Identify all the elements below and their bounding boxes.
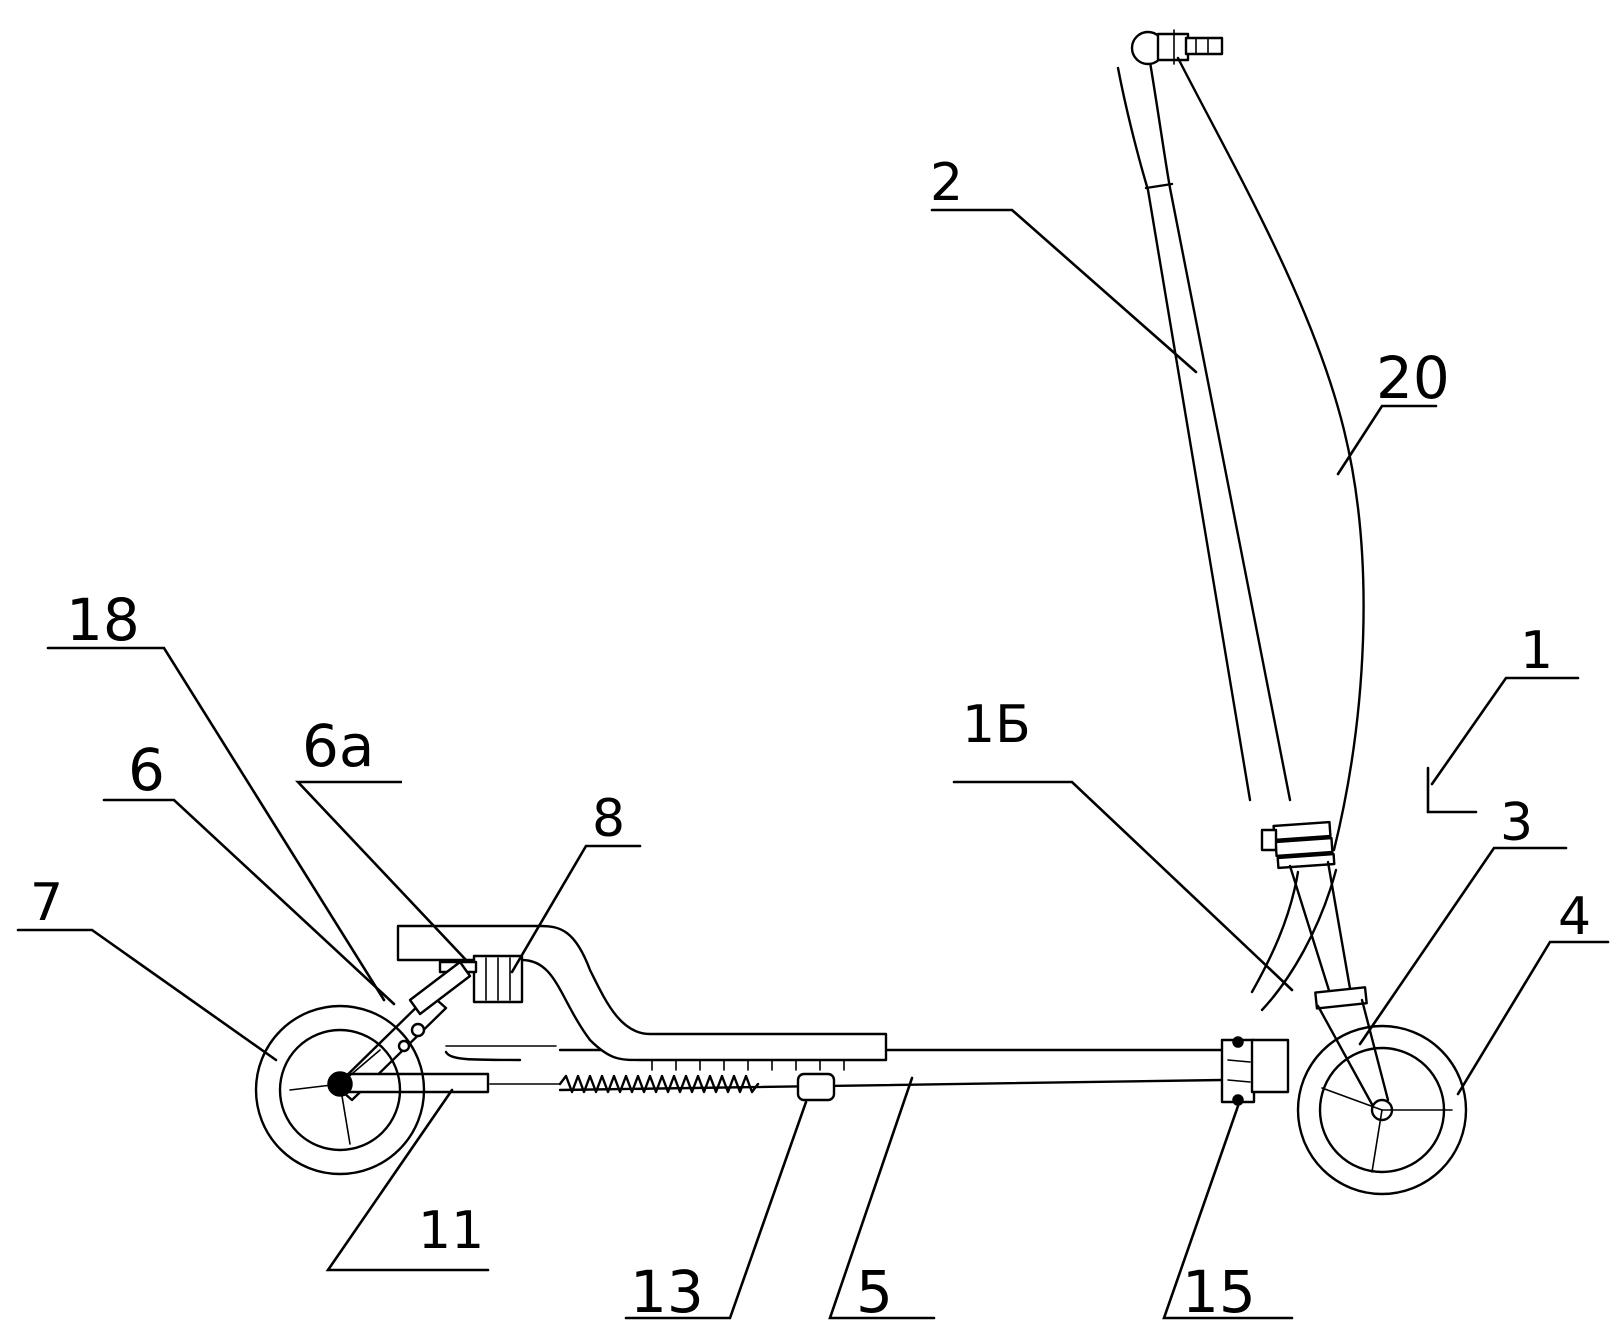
label-8: 8 xyxy=(592,789,625,849)
label-7: 7 xyxy=(30,873,63,933)
label-18: 18 xyxy=(66,586,140,654)
label-13: 13 xyxy=(630,1258,704,1326)
label-1: 1 xyxy=(1520,621,1553,681)
steering-column xyxy=(1116,29,1390,1110)
brake-cable xyxy=(1176,56,1365,852)
deck-ribs xyxy=(651,1059,845,1071)
label-11: 11 xyxy=(418,1201,484,1261)
label-6a: 6a xyxy=(302,712,374,780)
label-6: 6 xyxy=(128,736,165,804)
label-2: 2 xyxy=(930,153,963,213)
part-labels: 2 20 1 3 4 1Б 15 5 13 11 7 6 18 6a 8 xyxy=(30,153,1591,1326)
label-15: 15 xyxy=(1182,1258,1256,1326)
deck xyxy=(396,924,1290,1106)
label-3: 3 xyxy=(1500,793,1533,853)
label-16: 1Б xyxy=(962,695,1031,755)
rear-wheel xyxy=(254,1004,426,1176)
front-wheel xyxy=(1296,1024,1468,1196)
label-4: 4 xyxy=(1558,887,1591,947)
label-20: 20 xyxy=(1376,344,1450,412)
label-5: 5 xyxy=(856,1258,893,1326)
leader-lines xyxy=(16,208,1610,1320)
rear-suspension xyxy=(334,960,836,1102)
